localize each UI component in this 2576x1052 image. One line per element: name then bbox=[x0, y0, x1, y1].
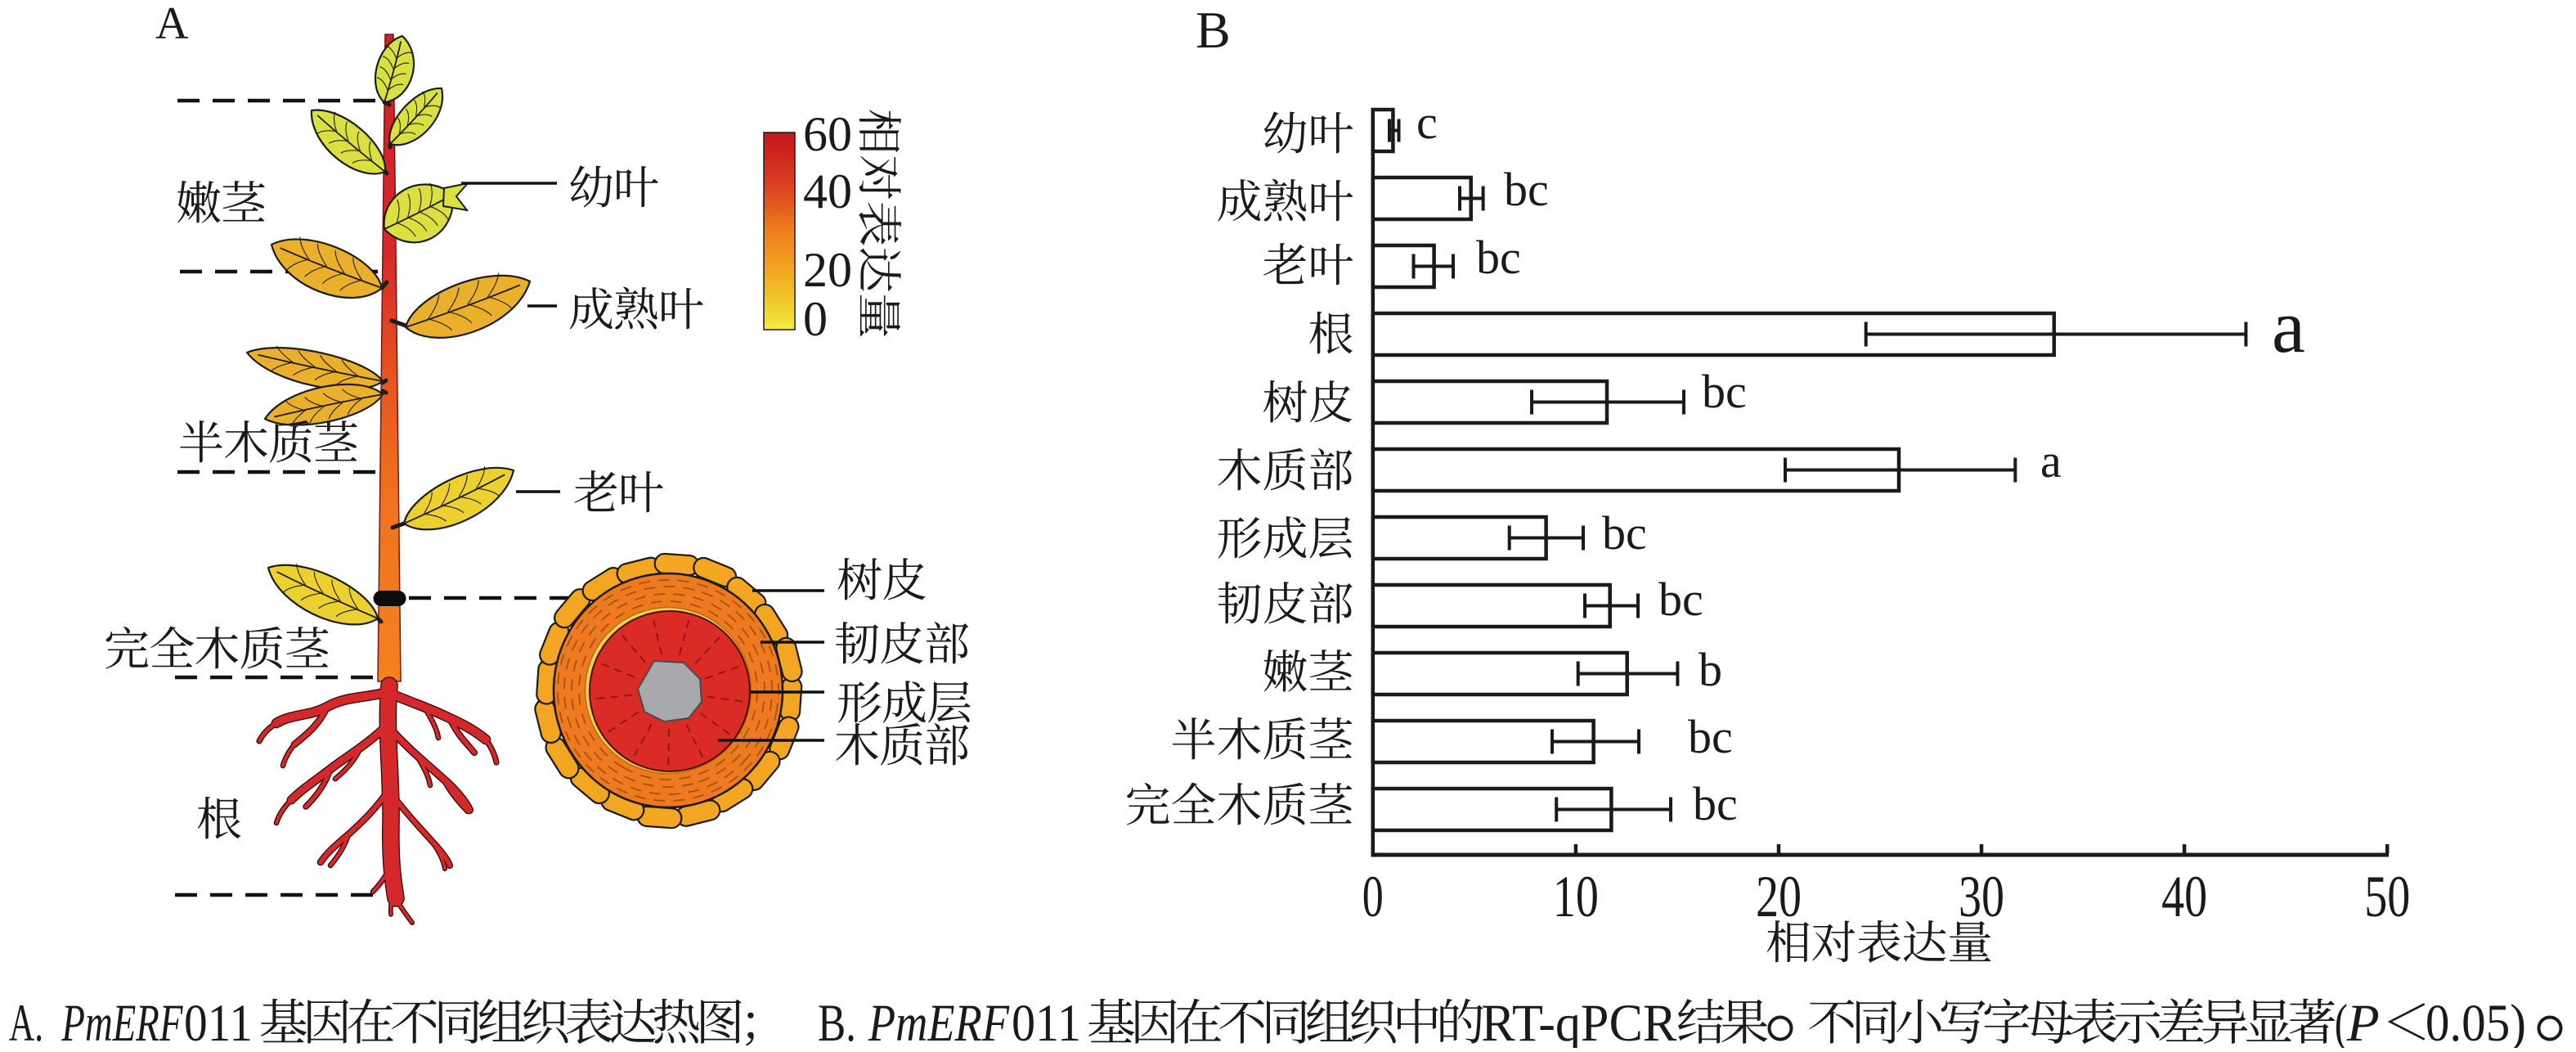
svg-text:PmERF: PmERF bbox=[868, 994, 1010, 1048]
svg-text:40: 40 bbox=[803, 164, 852, 218]
svg-text:30: 30 bbox=[1959, 864, 2004, 929]
svg-text:A.: A. bbox=[9, 994, 43, 1048]
svg-text:10: 10 bbox=[1553, 864, 1599, 929]
svg-text:P: P bbox=[2346, 994, 2380, 1048]
svg-text:a: a bbox=[2272, 285, 2305, 368]
svg-text:0: 0 bbox=[803, 292, 828, 346]
svg-text:0.05): 0.05) bbox=[2426, 994, 2526, 1048]
svg-text:bc: bc bbox=[1658, 573, 1703, 626]
svg-text:B: B bbox=[1196, 1, 1231, 59]
svg-text:B.: B. bbox=[818, 994, 856, 1048]
svg-text:40: 40 bbox=[2161, 864, 2207, 929]
svg-text:60: 60 bbox=[803, 107, 852, 161]
svg-text:bc: bc bbox=[1702, 365, 1747, 418]
svg-text:20: 20 bbox=[1756, 864, 1802, 929]
svg-text:0: 0 bbox=[1362, 864, 1384, 929]
svg-text:20: 20 bbox=[803, 243, 852, 297]
svg-text:PmERF: PmERF bbox=[61, 994, 184, 1048]
svg-text:bc: bc bbox=[1602, 506, 1647, 560]
svg-text:A: A bbox=[155, 0, 189, 49]
svg-text:bc: bc bbox=[1504, 163, 1549, 216]
svg-text:(: ( bbox=[2335, 994, 2348, 1048]
svg-text:b: b bbox=[1699, 643, 1722, 696]
svg-text:011: 011 bbox=[1012, 994, 1081, 1048]
svg-text:c: c bbox=[1416, 96, 1438, 149]
svg-text:RT-qPCR: RT-qPCR bbox=[1481, 994, 1677, 1048]
svg-text:bc: bc bbox=[1476, 231, 1521, 284]
svg-text:50: 50 bbox=[2364, 864, 2410, 929]
svg-text:bc: bc bbox=[1688, 710, 1733, 763]
svg-text:bc: bc bbox=[1693, 777, 1738, 830]
svg-text:011: 011 bbox=[184, 994, 253, 1048]
svg-text:a: a bbox=[2040, 434, 2062, 488]
